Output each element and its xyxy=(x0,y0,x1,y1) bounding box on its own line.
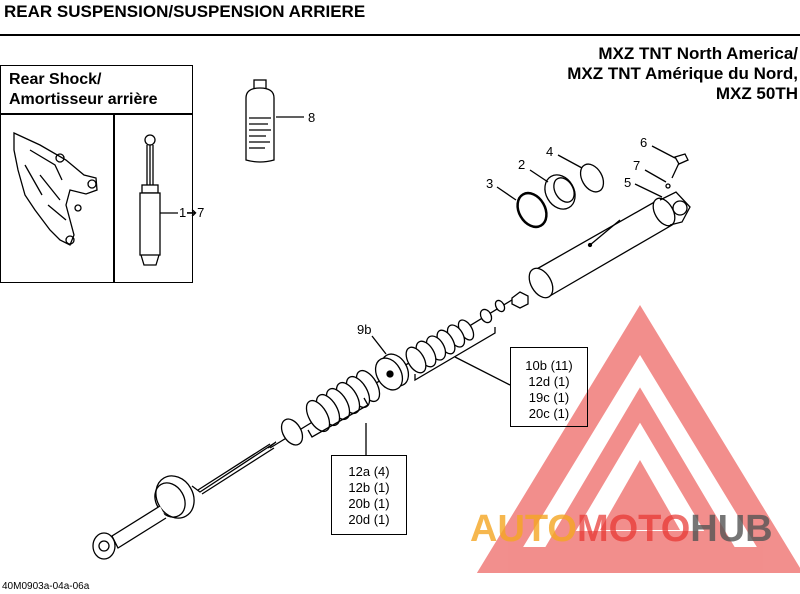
o-ring xyxy=(496,186,548,229)
qty-lower-row: 20b (1) xyxy=(348,496,390,511)
model-line-3: MXZ 50TH xyxy=(715,84,798,103)
title-divider xyxy=(0,34,800,36)
watermark-text: AUTOMOTOHUB xyxy=(470,508,773,551)
watermark-part3: HUB xyxy=(690,508,773,550)
qty-upper-row: 20c (1) xyxy=(528,406,570,421)
oil-bottle-icon xyxy=(245,79,304,163)
suspension-frame-icon xyxy=(13,131,98,246)
shock-thumbnail-icon xyxy=(139,134,178,266)
watermark-triangle-icon xyxy=(476,304,800,573)
qty-upper-row: 19c (1) xyxy=(528,390,570,405)
nut-washers xyxy=(479,291,529,324)
callout-7: 7 xyxy=(633,158,641,173)
valve-parts xyxy=(634,145,689,198)
inset-divider-vertical xyxy=(113,114,115,282)
page-title: REAR SUSPENSION/SUSPENSION ARRIERE xyxy=(4,2,366,21)
upper-bracket xyxy=(414,327,496,382)
callout-4: 4 xyxy=(546,144,554,159)
rear-shock-inset: Rear Shock/ Amortisseur arrière 1➔7 xyxy=(0,65,204,283)
watermark-part1: AUTO xyxy=(470,508,577,550)
model-line-2: MXZ TNT Amérique du Nord, xyxy=(567,64,798,83)
inset-divider-horizontal xyxy=(1,113,192,115)
callout-9b: 9b xyxy=(357,322,372,337)
callout-6: 6 xyxy=(640,135,648,150)
watermark-part2: MOTO xyxy=(576,508,691,550)
lower-bracket xyxy=(307,397,369,438)
callout-5: 5 xyxy=(624,175,632,190)
reservoir-body xyxy=(528,191,691,299)
upper-leader xyxy=(454,356,511,386)
qty-box-upper: 10b (11) 12d (1) 19c (1) 20c (1) xyxy=(510,347,588,427)
qty-lower-row: 20d (1) xyxy=(348,512,390,527)
callout-2: 2 xyxy=(518,157,526,172)
qty-lower-row: 12a (4) xyxy=(348,464,390,479)
shaft-eye-mount xyxy=(92,475,195,560)
qty-box-lower: 12a (4) 12b (1) 20b (1) 20d (1) xyxy=(331,455,407,535)
lower-shim-stack xyxy=(280,369,381,446)
qty-upper-row: 12d (1) xyxy=(528,374,570,389)
qty-lower-row: 12b (1) xyxy=(348,480,390,495)
disc xyxy=(557,154,605,193)
piston xyxy=(371,335,410,391)
qty-upper-row: 10b (11) xyxy=(525,358,573,373)
callout-3: 3 xyxy=(486,176,494,191)
shaft-rod xyxy=(191,441,277,495)
callout-8: 8 xyxy=(308,110,316,125)
inset-title-line2: Amortisseur arrière xyxy=(9,91,158,108)
upper-shim-stack xyxy=(405,319,475,374)
inset-title-line1: Rear Shock/ xyxy=(9,71,102,88)
reservoir-cap xyxy=(529,169,576,210)
inset-callout: 1➔7 xyxy=(179,205,205,220)
drawing-code: 40M0903a-04a-06a xyxy=(2,581,90,592)
model-line-1: MXZ TNT North America/ xyxy=(598,44,798,63)
inset-title: Rear Shock/ Amortisseur arrière xyxy=(9,70,158,110)
